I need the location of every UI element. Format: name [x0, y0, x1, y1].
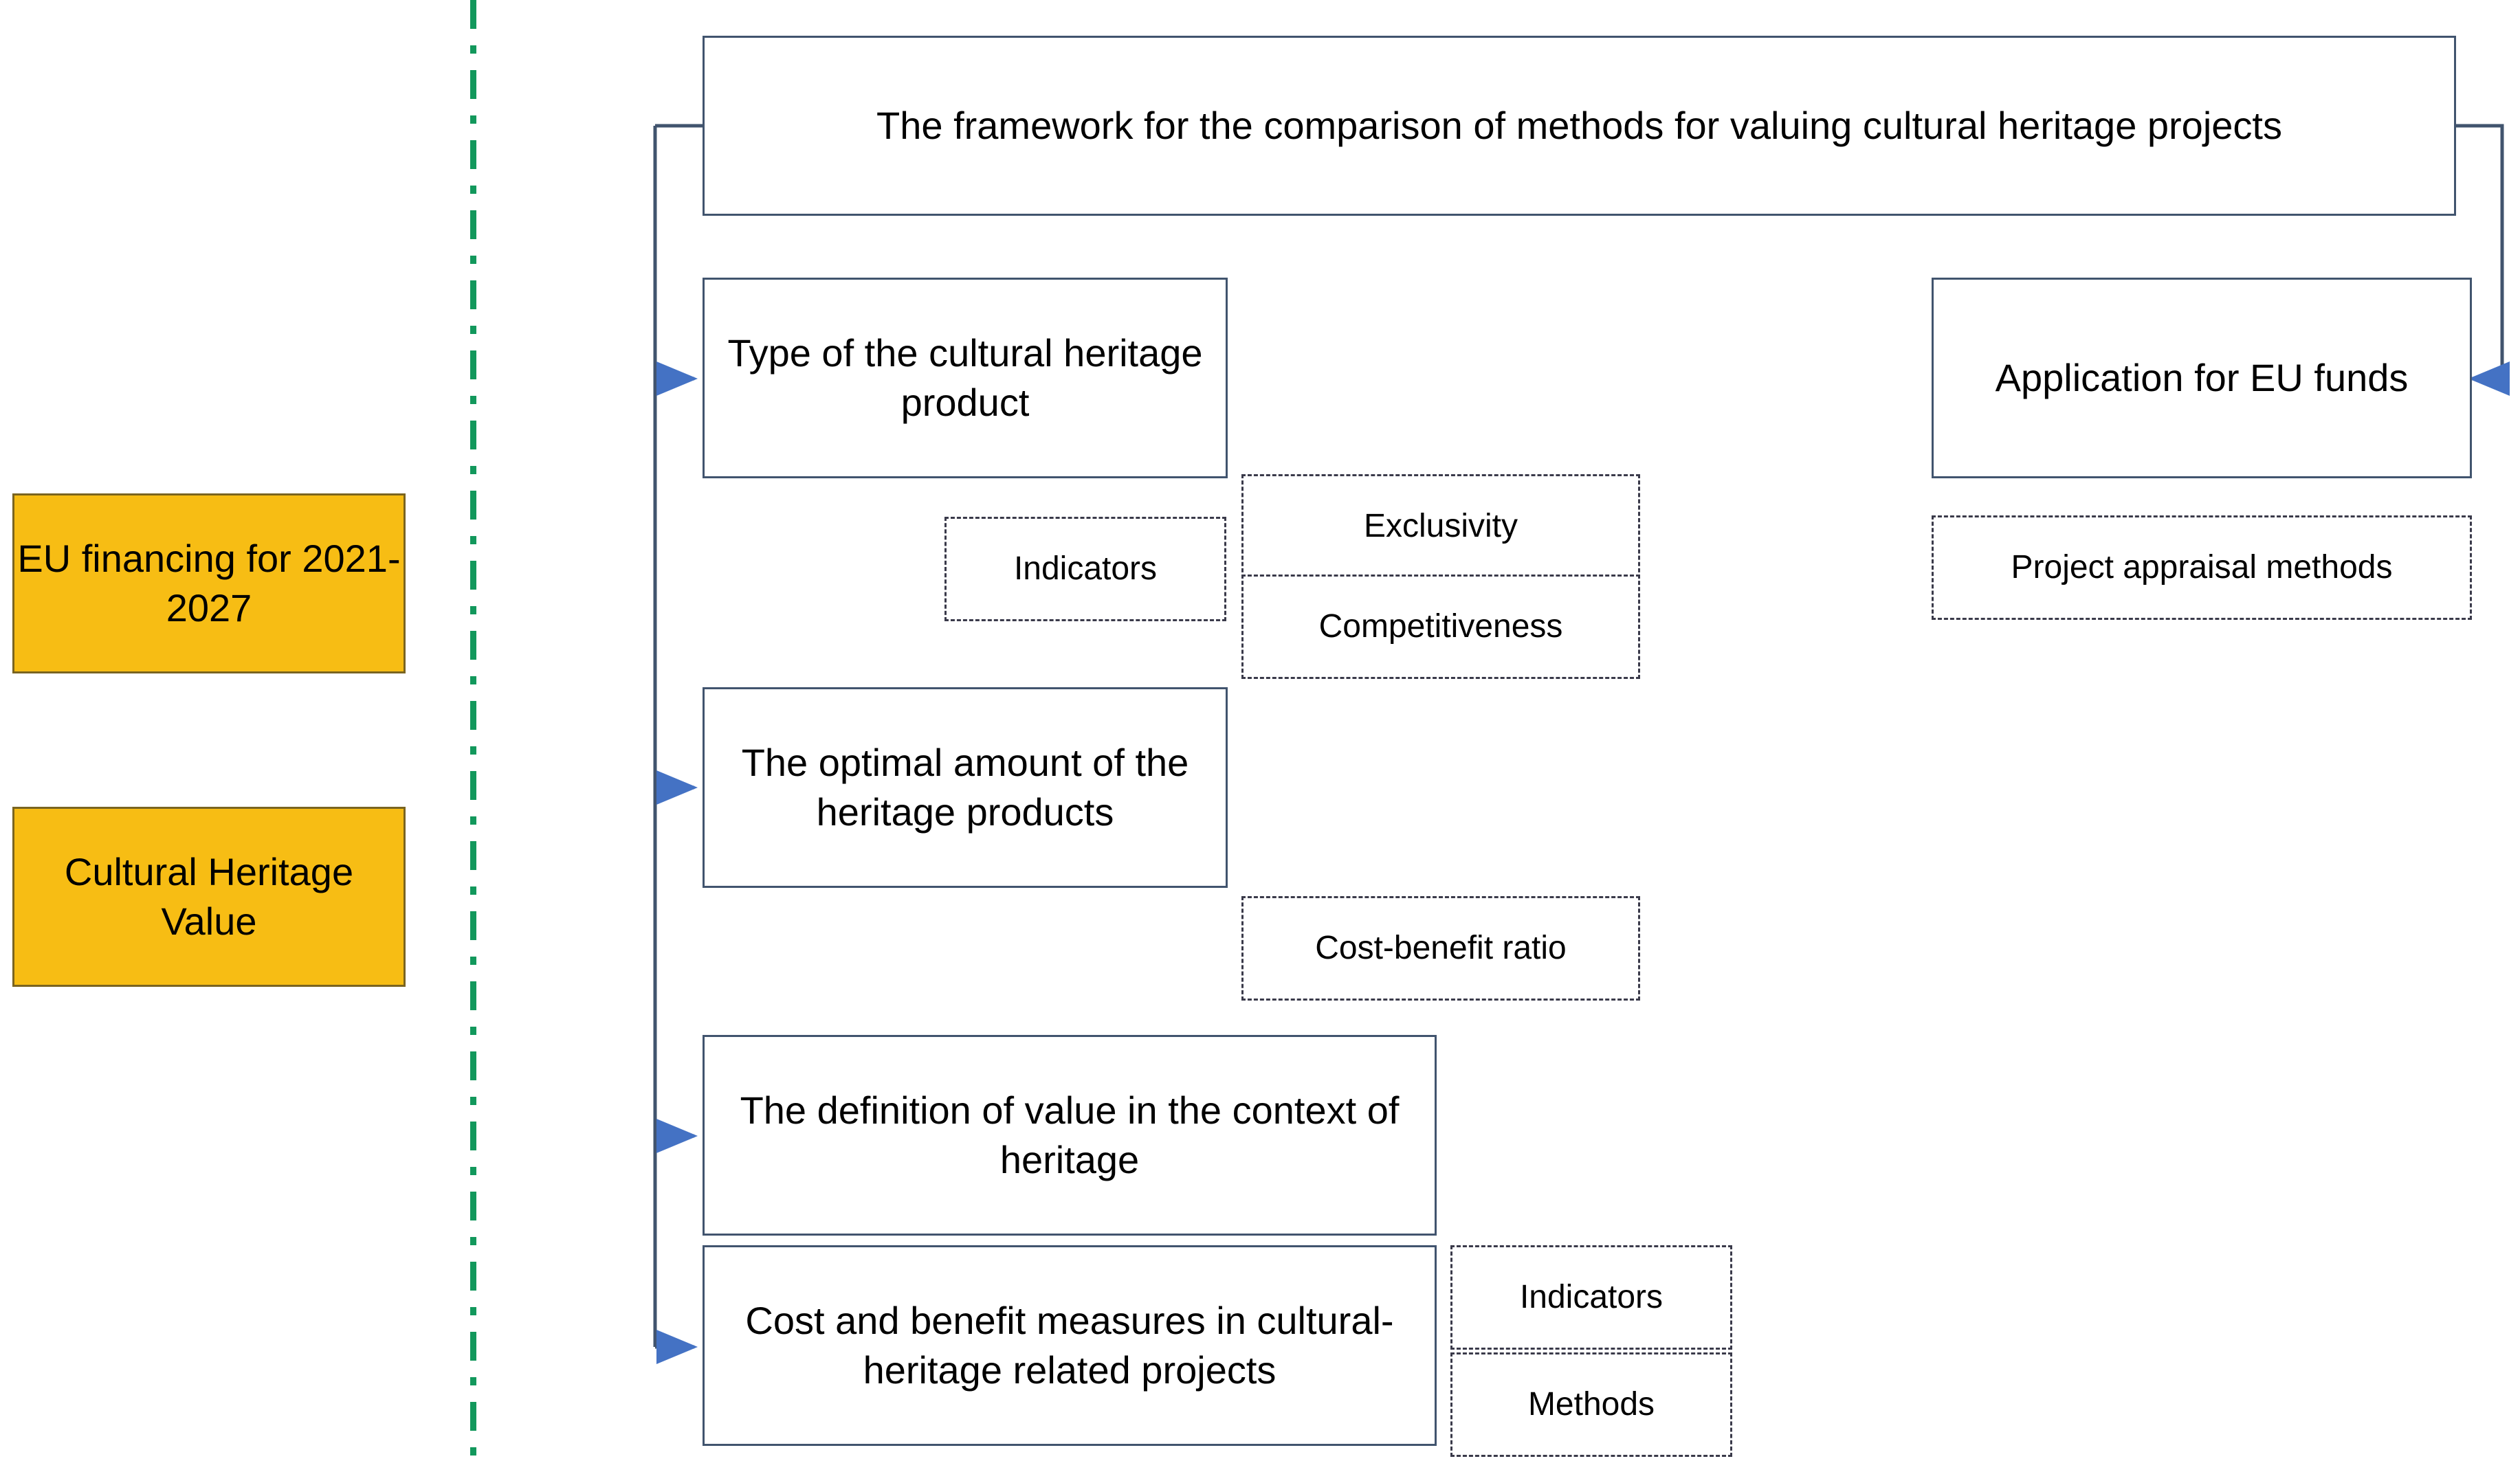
right-box-application-for-eu-funds[interactable]: Application for EU funds — [1932, 278, 2472, 478]
framework-title-label: The framework for the comparison of meth… — [876, 104, 2282, 148]
dashed-box-indicators-type-label: Indicators — [1013, 550, 1158, 588]
key-box-cultural-heritage-value[interactable]: Cultural Heritage Value — [12, 807, 406, 987]
framework-title-box[interactable]: The framework for the comparison of meth… — [703, 36, 2456, 216]
main-box-type-of-cultural-heritage-product-label: Type of the cultural heritage product — [727, 331, 1203, 424]
dashed-box-competitiveness-label: Competitiveness — [1318, 608, 1563, 645]
dashed-box-exclusivity-label: Exclusivity — [1363, 508, 1518, 545]
main-box-type-of-cultural-heritage-product[interactable]: Type of the cultural heritage product — [703, 278, 1228, 478]
key-box-cultural-heritage-value-label: Cultural Heritage Value — [64, 850, 354, 943]
key-box-eu-financing-label: EU financing for 2021-2027 — [17, 537, 401, 629]
dashed-box-cost-benefit-ratio-label: Cost-benefit ratio — [1315, 930, 1567, 967]
main-box-cost-and-benefit-measures[interactable]: Cost and benefit measures in cultural-he… — [703, 1245, 1437, 1446]
key-box-eu-financing[interactable]: EU financing for 2021-2027 — [12, 493, 406, 673]
dashed-box-methods[interactable]: Methods — [1450, 1352, 1732, 1457]
dashed-box-exclusivity[interactable]: Exclusivity — [1241, 474, 1640, 579]
dashed-box-cost-benefit-ratio[interactable]: Cost-benefit ratio — [1241, 896, 1640, 1001]
dashed-box-methods-label: Methods — [1527, 1386, 1655, 1423]
dashed-box-indicators-cost-benefit[interactable]: Indicators — [1450, 1245, 1732, 1350]
main-box-optimal-amount-of-heritage-products-label: The optimal amount of the heritage produ… — [741, 741, 1189, 834]
main-box-cost-and-benefit-measures-label: Cost and benefit measures in cultural-he… — [745, 1299, 1394, 1392]
right-box-application-for-eu-funds-label: Application for EU funds — [1995, 356, 2409, 400]
dashed-box-competitiveness[interactable]: Competitiveness — [1241, 575, 1640, 679]
main-box-optimal-amount-of-heritage-products[interactable]: The optimal amount of the heritage produ… — [703, 687, 1228, 888]
dashed-box-indicators-cost-benefit-label: Indicators — [1519, 1279, 1664, 1316]
main-box-definition-of-value-in-context-of-heritage[interactable]: The definition of value in the context o… — [703, 1035, 1437, 1236]
dashed-box-project-appraisal-methods[interactable]: Project appraisal methods — [1932, 515, 2472, 620]
dashed-box-project-appraisal-methods-label: Project appraisal methods — [2011, 549, 2393, 586]
dashed-box-indicators-type[interactable]: Indicators — [944, 517, 1226, 621]
main-box-definition-of-value-in-context-of-heritage-label: The definition of value in the context o… — [740, 1089, 1400, 1181]
section-divider-line — [470, 0, 476, 1472]
